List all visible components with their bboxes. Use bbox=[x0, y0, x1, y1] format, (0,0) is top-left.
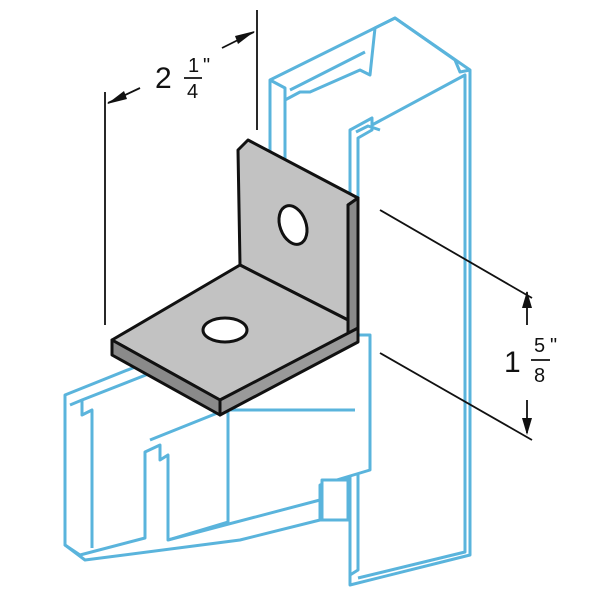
vertical-channel-front-edge bbox=[357, 73, 467, 580]
bracket-horizontal-hole bbox=[201, 316, 249, 344]
width-arrow-right bbox=[235, 31, 255, 44]
vertical-channel-slot bbox=[355, 124, 381, 134]
height-numerator: 5 bbox=[534, 335, 545, 357]
height-arrow-top bbox=[522, 291, 532, 308]
height-whole: 1 bbox=[504, 346, 521, 379]
width-denominator: 4 bbox=[187, 81, 198, 103]
height-arrow-bottom bbox=[522, 418, 532, 435]
width-arrow-left bbox=[107, 91, 127, 104]
width-label: 2 1 4 " bbox=[155, 55, 210, 103]
angle-bracket bbox=[110, 138, 360, 417]
width-numerator: 1 bbox=[188, 55, 199, 77]
height-extension-bottom bbox=[379, 352, 533, 441]
height-unit: " bbox=[550, 335, 557, 357]
horizontal-channel-top-lip bbox=[69, 398, 94, 548]
horizontal-strut-channel bbox=[63, 333, 372, 575]
vertical-channel-top-lip bbox=[269, 16, 471, 102]
height-denominator: 8 bbox=[534, 365, 545, 387]
width-whole: 2 bbox=[155, 62, 172, 95]
height-extension-top bbox=[379, 209, 533, 299]
width-unit: " bbox=[203, 55, 210, 77]
bracket-vertical-leg-edge bbox=[346, 196, 360, 337]
horizontal-channel-bottom-edge bbox=[167, 498, 321, 542]
bracket-vertical-hole bbox=[277, 204, 309, 246]
width-dimension bbox=[104, 10, 258, 325]
bracket-horizontal-leg-side bbox=[218, 326, 360, 417]
height-label: 1 5 8 " bbox=[504, 335, 557, 387]
vertical-channel-inner-lip bbox=[289, 50, 366, 92]
height-dimension bbox=[379, 209, 533, 441]
fitting-bolt-block bbox=[320, 478, 350, 522]
